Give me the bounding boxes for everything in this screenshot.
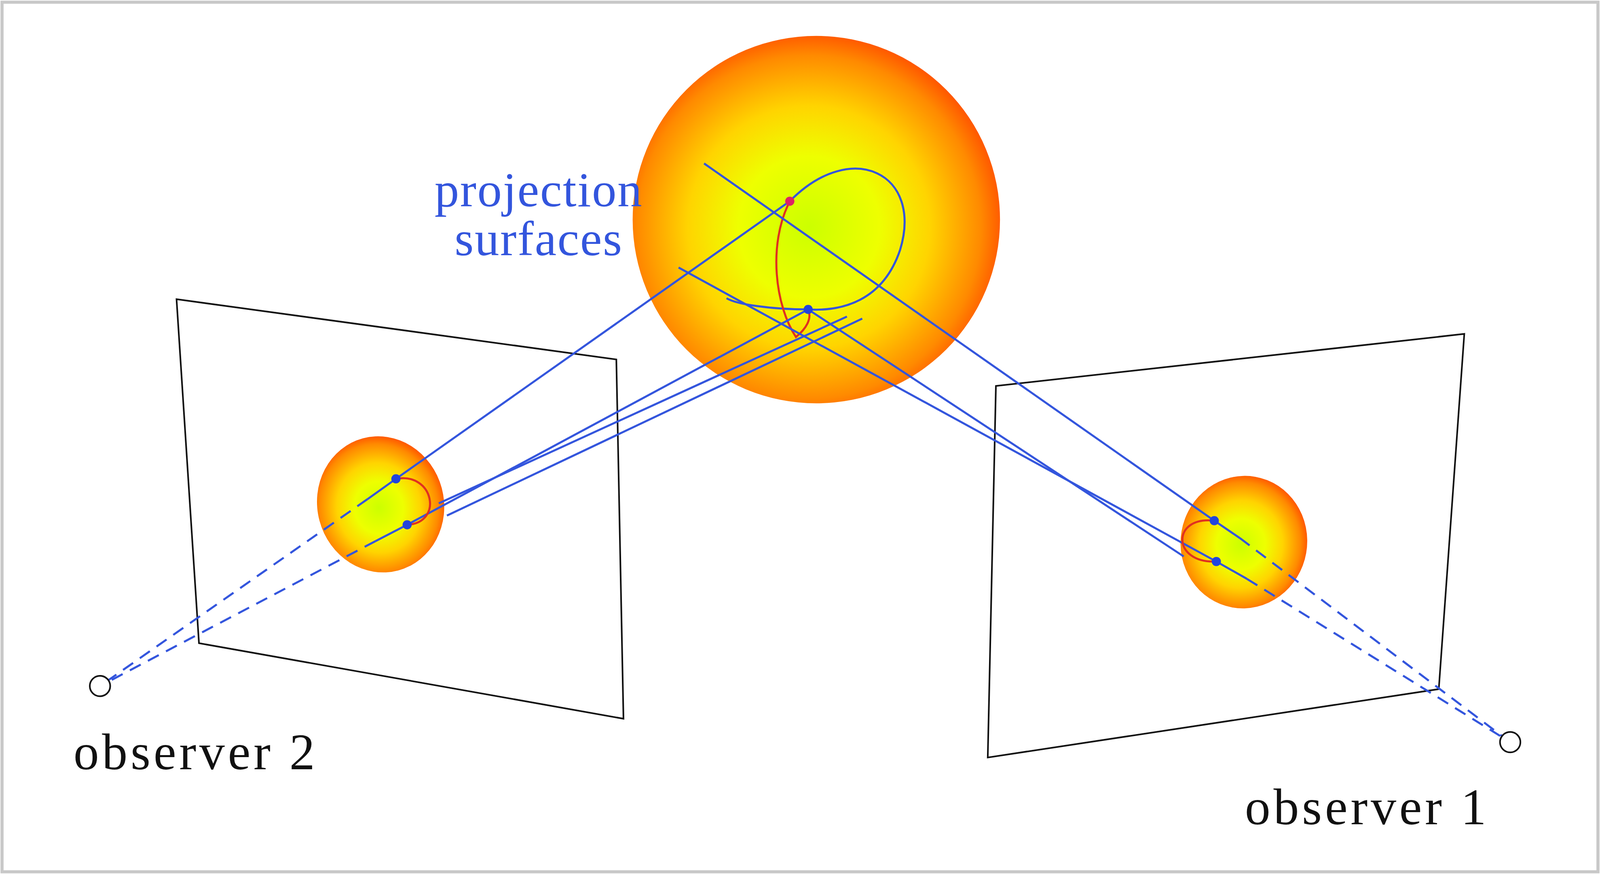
observer-eye (1500, 731, 1521, 753)
image-plane-left (176, 299, 624, 719)
callout-label: projection surfaces (434, 165, 643, 264)
observer-eye (89, 675, 110, 696)
projected-sphere-left (301, 421, 460, 587)
observer-label: observer 1 (1244, 781, 1490, 833)
image-curve-left (395, 477, 430, 525)
observer-label: observer 2 (73, 726, 319, 778)
image-curve-right (1182, 519, 1217, 562)
image-plane-right (987, 333, 1465, 758)
rays-observer-2 (99, 201, 863, 687)
object-sphere (632, 35, 1000, 404)
rays-observer-1 (678, 163, 1511, 742)
projection-surface-curve (726, 168, 905, 310)
